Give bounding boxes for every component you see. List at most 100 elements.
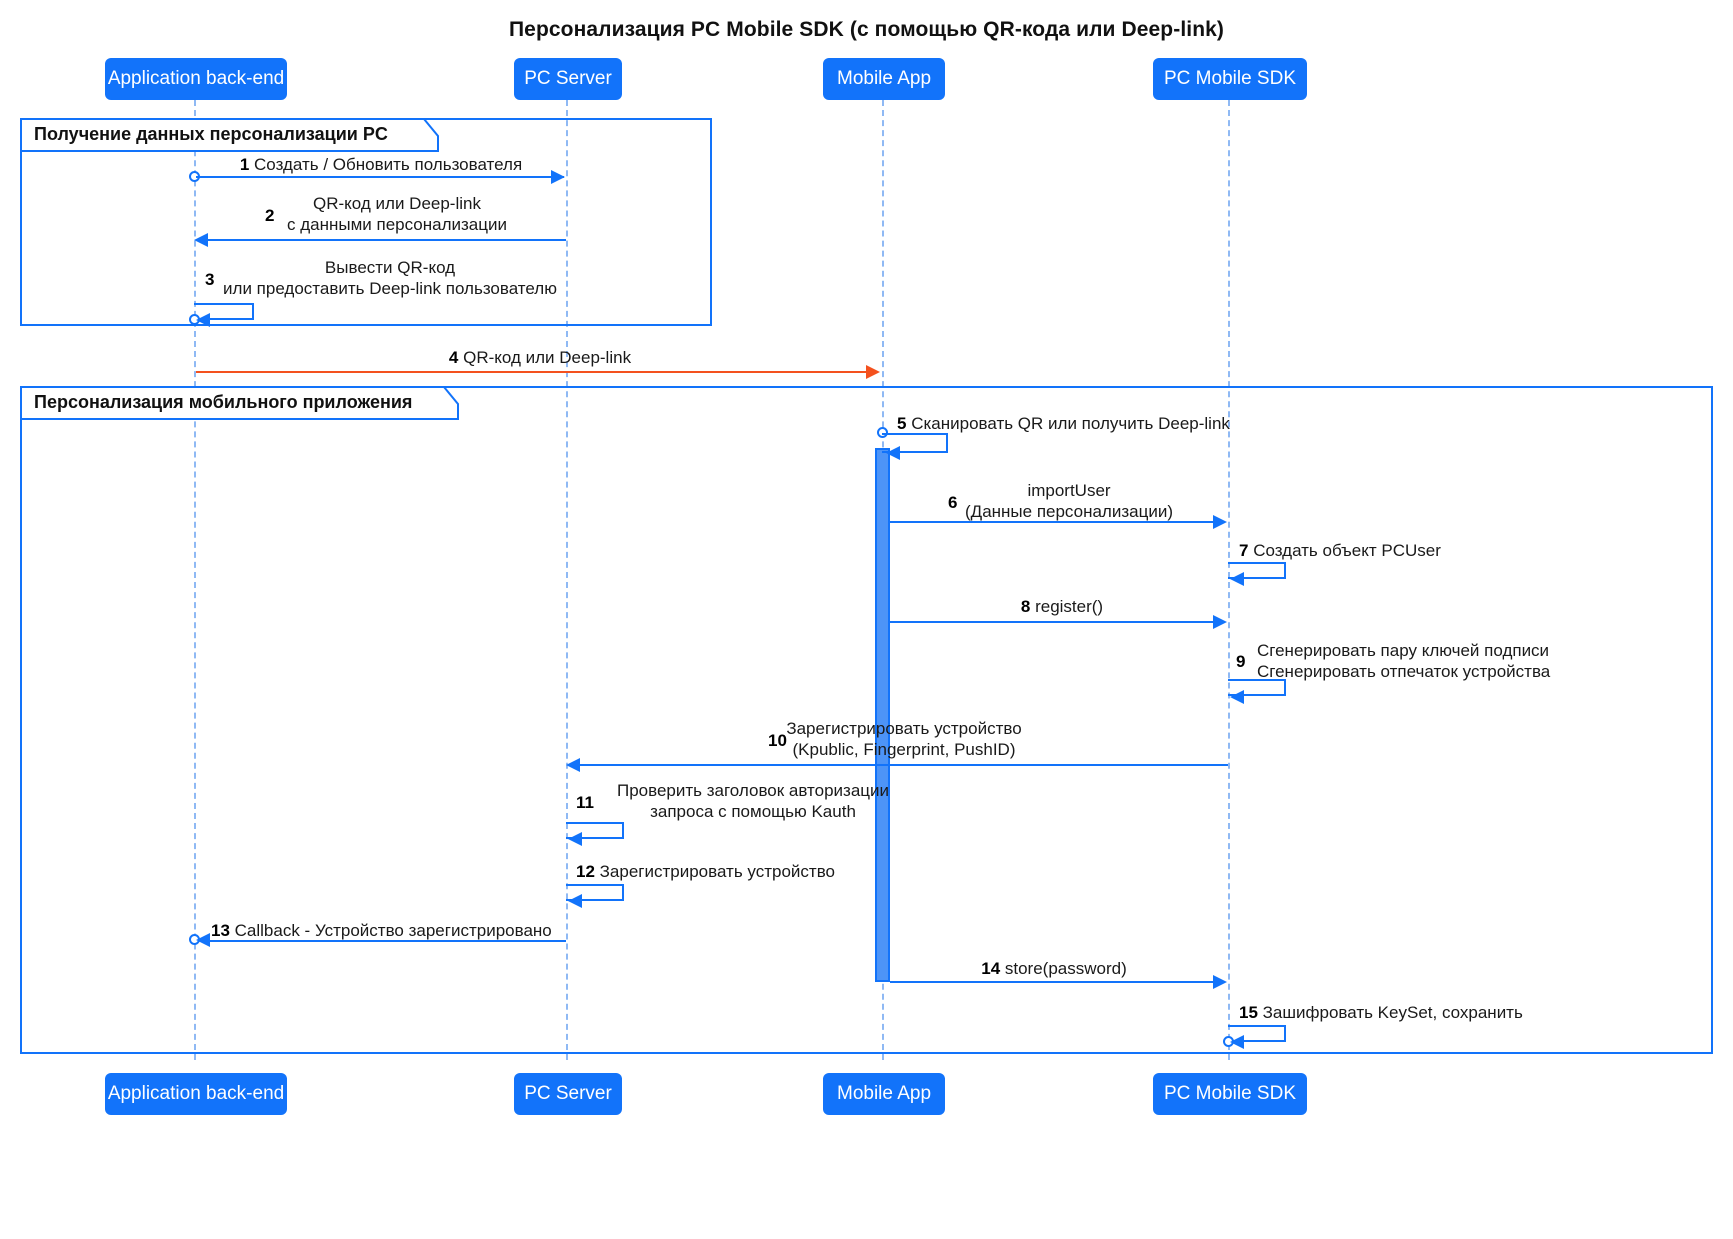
- message-1-number: 1: [239, 155, 255, 174]
- message-12-arrowhead: [568, 894, 582, 908]
- message-10-number: 10: [768, 731, 787, 750]
- message-5-arrowhead: [886, 446, 900, 460]
- fragment-1-label: Получение данных персонализации PC: [34, 123, 388, 144]
- message-13-line: [200, 940, 566, 942]
- message-10-label: Зарегистрировать устройство (Kpublic, Fi…: [786, 719, 1021, 760]
- message-4-text: QR-код или Deep-link: [463, 348, 632, 367]
- message-5-number: 5: [897, 414, 912, 433]
- message-11-number: 11: [576, 793, 594, 812]
- message-2-label: QR-код или Deep-link с данными персонали…: [287, 194, 507, 235]
- lifeline-sdk: [1228, 100, 1230, 1060]
- message-11-text: Проверить заголовок авторизации: [616, 781, 890, 800]
- message-15-number: 15: [1239, 1003, 1263, 1022]
- message-3-number: 3: [205, 270, 215, 289]
- message-11-text2: запроса с помощью Kauth: [650, 801, 856, 821]
- message-3-number-wrap: 3: [205, 270, 214, 291]
- message-11-arrowhead: [568, 832, 582, 846]
- message-8-number: 8: [1020, 597, 1036, 616]
- message-10-text2: (Kpublic, Fingerprint, PushID): [792, 739, 1016, 759]
- participant-mobileapp-bottom[interactable]: Mobile App: [823, 1073, 945, 1115]
- participant-sdk-bottom[interactable]: PC Mobile SDK: [1153, 1073, 1307, 1115]
- message-14-arrowhead: [1213, 975, 1227, 989]
- message-7-number: 7: [1239, 541, 1254, 560]
- message-15-self-loop: [1228, 1025, 1286, 1042]
- activation-mobileapp: [875, 448, 890, 982]
- message-12-text: Зарегистрировать устройство: [599, 862, 835, 881]
- message-9-number-wrap: 9: [1236, 652, 1245, 673]
- message-8-arrowhead: [1213, 615, 1227, 629]
- message-14-label: 14 store(password): [981, 959, 1127, 980]
- message-5-self-loop: [882, 433, 948, 453]
- message-9-text2: Сгенерировать отпечаток устройства: [1257, 661, 1551, 681]
- message-7-text: Создать объект PCUser: [1253, 541, 1441, 560]
- message-12-label: 12 Зарегистрировать устройство: [576, 862, 835, 883]
- message-2-number: 2: [265, 206, 275, 225]
- message-3-label: Вывести QR-код или предоставить Deep-lin…: [223, 258, 557, 299]
- message-5-label: 5 Сканировать QR или получить Deep-link: [897, 414, 1230, 435]
- message-13-label: 13 Callback - Устройство зарегистрирован…: [211, 921, 552, 942]
- message-3-self-loop: [194, 303, 254, 320]
- message-11-number-wrap: 11: [576, 793, 594, 814]
- message-15-arrowhead: [1230, 1035, 1244, 1049]
- participant-sdk-top[interactable]: PC Mobile SDK: [1153, 58, 1307, 100]
- message-6-number: 6: [948, 493, 958, 512]
- message-7-label: 7 Создать объект PCUser: [1239, 541, 1441, 562]
- message-6-text: importUser: [1027, 481, 1111, 500]
- fragment-2-label: Персонализация мобильного приложения: [34, 391, 413, 412]
- message-15-label: 15 Зашифровать KeySet, сохранить: [1239, 1003, 1523, 1024]
- message-14-number: 14: [981, 959, 1005, 978]
- message-1-label: 1 Создать / Обновить пользователя: [240, 155, 522, 176]
- message-5-text: Сканировать QR или получить Deep-link: [911, 414, 1230, 433]
- message-2-arrowhead: [194, 233, 208, 247]
- message-1-line: [196, 176, 564, 178]
- message-2-text: QR-код или Deep-link: [313, 194, 481, 213]
- participant-pcserver-top[interactable]: PC Server: [514, 58, 622, 100]
- message-10-arrowhead: [566, 758, 580, 772]
- lifeline-pcserver: [566, 100, 568, 1060]
- message-14-text: store(password): [1004, 959, 1127, 978]
- lifeline-backend: [194, 100, 196, 1060]
- message-6-label: importUser (Данные персонализации): [965, 481, 1173, 522]
- message-12-self-loop: [566, 884, 624, 901]
- message-7-arrowhead: [1230, 572, 1244, 586]
- message-4-label: 4 QR-код или Deep-link: [449, 348, 631, 369]
- message-8-line: [890, 621, 1216, 623]
- message-1-arrowhead: [551, 170, 565, 184]
- message-3-text: Вывести QR-код: [324, 258, 456, 277]
- page-title: Персонализация PC Mobile SDK (с помощью …: [508, 18, 1225, 41]
- message-4-line: [196, 371, 868, 373]
- message-7-self-loop: [1228, 562, 1286, 579]
- message-2-number-wrap: 2: [265, 206, 274, 227]
- message-13-number: 13: [211, 921, 235, 940]
- message-3-arrowhead: [196, 313, 210, 327]
- message-11-label: Проверить заголовок авторизации запроса …: [617, 781, 889, 822]
- message-8-text: register(): [1035, 597, 1104, 616]
- message-9-number: 9: [1236, 652, 1246, 671]
- message-13-arrowhead: [196, 933, 210, 947]
- message-9-text: Сгенерировать пару ключей подписи: [1257, 641, 1550, 660]
- fragment-2-frame: [20, 386, 1713, 1054]
- message-13-text: Callback - Устройство зарегистрировано: [234, 921, 552, 940]
- message-3-text2: или предоставить Deep-link пользователю: [223, 278, 557, 298]
- message-2-line: [200, 239, 566, 241]
- participant-backend-bottom[interactable]: Application back-end: [105, 1073, 287, 1115]
- message-10-number-wrap: 10: [768, 731, 787, 752]
- message-4-number: 4: [448, 348, 464, 367]
- message-14-line: [890, 981, 1216, 983]
- message-1-text: Создать / Обновить пользователя: [254, 155, 523, 174]
- message-10-line: [572, 764, 1228, 766]
- message-9-self-loop: [1228, 679, 1286, 696]
- message-15-text: Зашифровать KeySet, сохранить: [1262, 1003, 1523, 1022]
- message-12-number: 12: [576, 862, 600, 881]
- message-5-origin-circle: [877, 427, 888, 438]
- fragment-1-label-shape: [20, 118, 439, 152]
- fragment-2-label-shape: [20, 386, 459, 420]
- participant-pcserver-bottom[interactable]: PC Server: [514, 1073, 622, 1115]
- message-11-self-loop: [566, 822, 624, 839]
- message-6-text2: (Данные персонализации): [965, 501, 1173, 521]
- message-2-text2: с данными персонализации: [287, 214, 507, 234]
- message-6-arrowhead: [1213, 515, 1227, 529]
- participant-backend-top[interactable]: Application back-end: [105, 58, 287, 100]
- message-6-number-wrap: 6: [948, 493, 957, 514]
- participant-mobileapp-top[interactable]: Mobile App: [823, 58, 945, 100]
